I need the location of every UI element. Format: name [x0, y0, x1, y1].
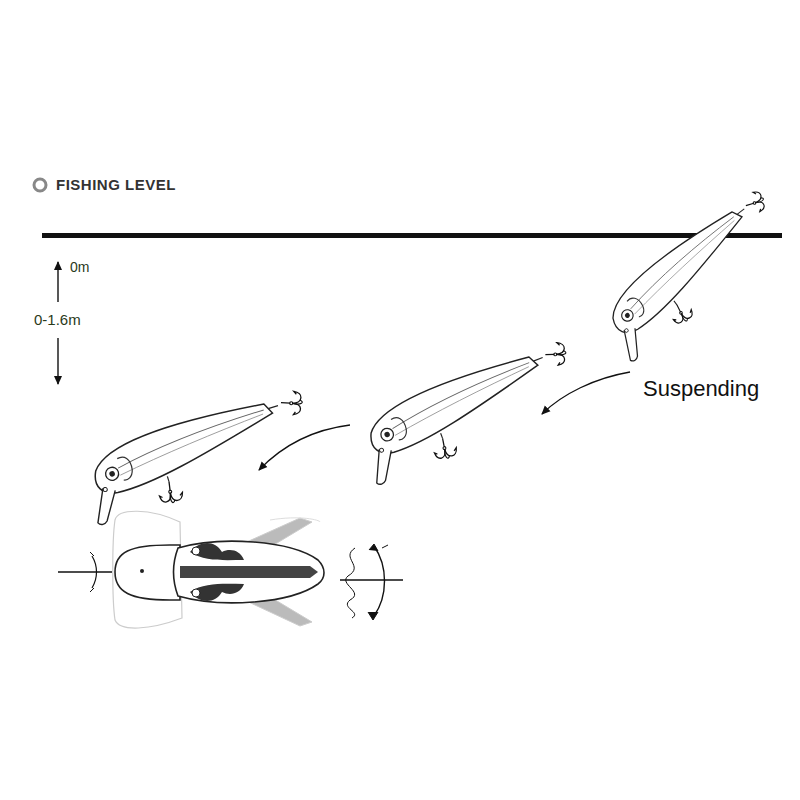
depth-range: 0-1.6m	[34, 311, 81, 328]
top-view-lure	[58, 511, 403, 628]
action-label: Suspending	[643, 376, 759, 402]
section-heading: FISHING LEVEL	[56, 176, 176, 193]
depth-label: 0m	[70, 259, 89, 275]
